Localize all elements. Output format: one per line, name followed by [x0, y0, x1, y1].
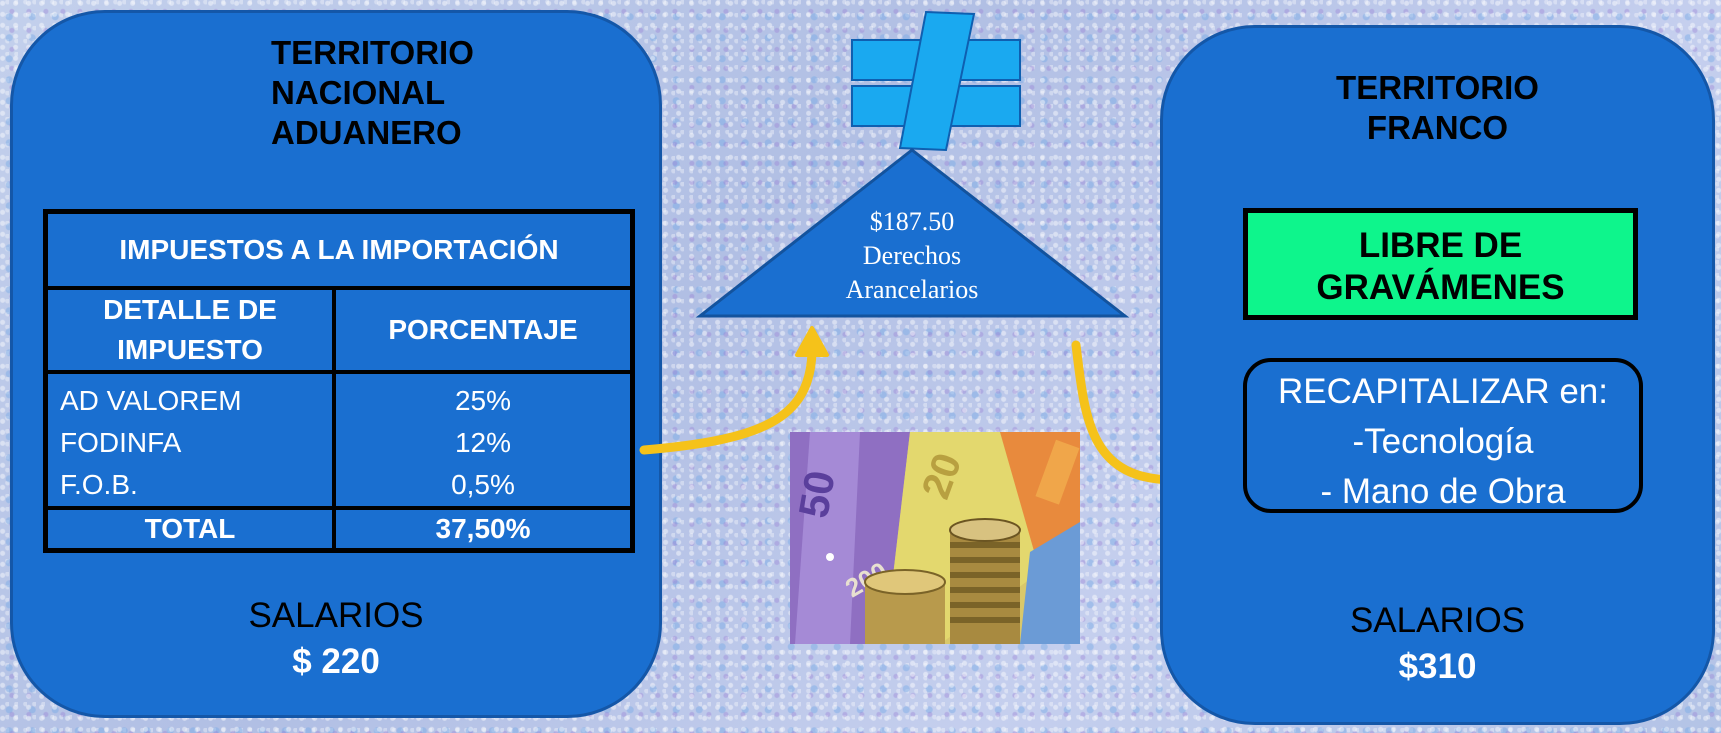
- panel-title: TERRITORIO FRANCO: [1163, 68, 1712, 148]
- recapitalizar-box: RECAPITALIZAR en: -Tecnología - Mano de …: [1243, 358, 1643, 513]
- table-row: F.O.B. 0,5%: [43, 464, 635, 508]
- derechos-amount: $187.50: [869, 207, 955, 236]
- recap-line: - Mano de Obra: [1320, 472, 1566, 511]
- tax-label: AD VALOREM: [43, 372, 336, 422]
- tax-value: 0,5%: [332, 464, 635, 508]
- libre-line: LIBRE DE: [1358, 226, 1523, 265]
- recap-line: RECAPITALIZAR en:: [1277, 372, 1608, 411]
- libre-line: GRAVÁMENES: [1316, 268, 1565, 307]
- import-tax-table: IMPUESTOS A LA IMPORTACIÓN DETALLE DE IM…: [43, 209, 635, 553]
- derechos-label: $187.50 Derechos Arancelarios: [812, 205, 1012, 307]
- tax-label: FODINFA: [43, 422, 336, 464]
- money-image: 50 20 200: [790, 432, 1080, 644]
- territorio-nacional-panel: TERRITORIO NACIONAL ADUANERO IMPUESTOS A…: [10, 10, 662, 718]
- tax-label: F.O.B.: [43, 464, 336, 508]
- arrowhead-icon: [795, 326, 829, 357]
- libre-gravamenes-box: LIBRE DE GRAVÁMENES: [1243, 208, 1638, 320]
- salary-value: $ 220: [292, 642, 380, 681]
- tax-value: 25%: [332, 372, 635, 422]
- salary-block: SALARIOS $310: [1163, 598, 1712, 690]
- derechos-text: Derechos: [862, 241, 962, 270]
- title-line: FRANCO: [1366, 109, 1509, 146]
- territorio-franco-panel: TERRITORIO FRANCO LIBRE DE GRAVÁMENES RE…: [1160, 25, 1715, 725]
- salary-block: SALARIOS $ 220: [13, 593, 659, 685]
- column-header-percentage: PORCENTAJE: [332, 286, 635, 374]
- table-header: IMPUESTOS A LA IMPORTACIÓN: [43, 209, 635, 290]
- column-header-line: IMPUESTO: [117, 334, 263, 365]
- table-row: FODINFA 12%: [43, 422, 635, 464]
- column-header-detail: DETALLE DE IMPUESTO: [43, 286, 336, 374]
- total-value: 37,50%: [332, 506, 635, 553]
- table-total-row: TOTAL 37,50%: [43, 506, 635, 553]
- salary-label: SALARIOS: [248, 596, 424, 635]
- total-label: TOTAL: [43, 506, 336, 553]
- title-line: TERRITORIO: [1336, 69, 1539, 106]
- derechos-text: Arancelarios: [845, 275, 979, 304]
- arrow-to-franco: [1071, 340, 1180, 485]
- salary-value: $310: [1398, 647, 1477, 686]
- salary-label: SALARIOS: [1349, 601, 1526, 640]
- derechos-triangle: [695, 148, 1130, 318]
- tax-value: 12%: [332, 422, 635, 464]
- table-row: AD VALOREM 25%: [43, 372, 635, 422]
- column-header-line: DETALLE DE: [103, 294, 277, 325]
- recap-line: -Tecnología: [1352, 422, 1534, 461]
- not-equal-icon: [851, 10, 1021, 152]
- svg-text:50: 50: [790, 467, 844, 521]
- arrow-to-triangle: [639, 347, 817, 455]
